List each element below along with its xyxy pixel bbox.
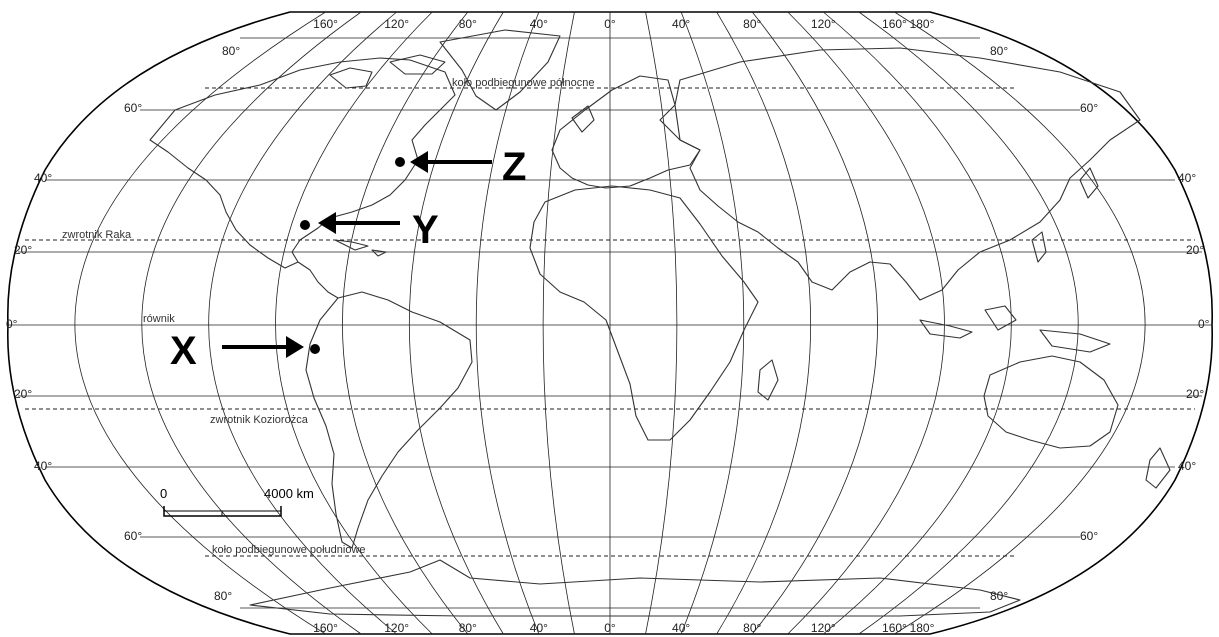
marker-x-arrowhead: [286, 336, 304, 358]
australia-coast: [983, 355, 1119, 449]
meridian-line: [208, 11, 397, 635]
longitude-label: 160°: [882, 17, 907, 31]
tropic-of-cancer-label: zwrotnik Raka: [62, 229, 132, 241]
longitude-label: 80°: [743, 17, 761, 31]
longitude-label: 120°: [811, 621, 836, 635]
antarctica-coast: [249, 559, 1021, 617]
meridian-line: [858, 11, 1079, 635]
longitude-label: 120°: [384, 621, 409, 635]
longitude-label: 80°: [459, 17, 477, 31]
left-latitude-labels: 80° 60° 40° 20° 0° 20° 40° 60° 80°: [6, 44, 240, 603]
meridian-line: [894, 11, 1146, 635]
marker-x-dot: [310, 344, 320, 354]
latitude-label-left: 40°: [34, 459, 52, 473]
longitude-label: 160°: [882, 621, 907, 635]
latitude-label-right: 40°: [1178, 171, 1196, 185]
longitude-label: 40°: [530, 621, 548, 635]
latitude-label-right: 60°: [1080, 101, 1098, 115]
marker-z-label: Z: [502, 145, 526, 189]
right-latitude-labels: 80° 60° 40° 20° 0° 20° 40° 60° 80°: [990, 44, 1210, 603]
meridian-line: [787, 11, 945, 635]
marker-y: Y: [300, 208, 439, 252]
latitude-label-left: 80°: [222, 44, 240, 58]
latitude-label-right: 60°: [1080, 529, 1098, 543]
meridian-line: [716, 11, 811, 635]
meridian-line: [342, 11, 469, 635]
latitude-label-left: 0°: [6, 317, 18, 331]
longitude-label: 40°: [530, 17, 548, 31]
meridian-line: [680, 11, 745, 635]
latitude-label-left: 40°: [34, 171, 52, 185]
scale-start-label: 0: [160, 486, 167, 501]
latitude-label-left: 20°: [14, 387, 32, 401]
longitude-label: 180°: [910, 621, 935, 635]
latitude-label-right: 0°: [1198, 317, 1210, 331]
meridian-line: [141, 11, 362, 635]
longitude-label: 0°: [604, 17, 616, 31]
meridian-line: [751, 11, 878, 635]
equator-label: równik: [143, 313, 175, 325]
longitude-label: 160°: [313, 621, 338, 635]
marker-y-dot: [300, 220, 310, 230]
marker-z-dot: [395, 157, 405, 167]
marker-y-arrowhead: [318, 212, 336, 234]
asia-coast: [674, 47, 1141, 301]
marker-z: Z: [395, 145, 526, 189]
latitude-label-right: 80°: [990, 44, 1008, 58]
map-border: [6, 11, 1214, 635]
africa-coast: [529, 185, 759, 441]
latitude-label-left: 60°: [124, 101, 142, 115]
greenland-coast: [439, 29, 561, 111]
latitude-label-right: 40°: [1178, 459, 1196, 473]
top-longitude-labels: 160°120°80°40°0°40°80°120°160°180°: [313, 17, 934, 31]
marker-z-arrowhead: [410, 151, 428, 173]
latitude-label-left: 80°: [214, 589, 232, 603]
meridian-line: [475, 11, 540, 635]
marker-y-label: Y: [412, 208, 439, 252]
meridian-line: [645, 11, 678, 635]
meridian-line: [542, 11, 575, 635]
tropic-of-capricorn-label: zwrotnik Koziorożca: [210, 414, 309, 426]
scale-bar: 0 4000 km: [160, 486, 314, 517]
marker-x-label: X: [170, 329, 197, 373]
longitude-label: 120°: [384, 17, 409, 31]
longitude-label: 0°: [604, 621, 616, 635]
special-circle-labels: koło podbiegunowe północne zwrotnik Raka…: [62, 77, 595, 556]
longitude-label: 80°: [459, 621, 477, 635]
latitude-label-left: 20°: [14, 243, 32, 257]
bottom-longitude-labels: 160°120°80°40°0°40°80°120°160°180°: [313, 621, 934, 635]
longitude-label: 80°: [743, 621, 761, 635]
scale-end-label: 4000 km: [264, 486, 314, 501]
latitude-label-right: 20°: [1186, 387, 1204, 401]
longitude-label: 120°: [811, 17, 836, 31]
longitude-label: 40°: [672, 621, 690, 635]
meridian-line: [409, 11, 504, 635]
coastlines: [149, 29, 1171, 617]
arctic-circle-label: koło podbiegunowe północne: [452, 77, 595, 89]
meridian-line: [823, 11, 1012, 635]
north-america-coast: [149, 57, 456, 269]
antarctic-circle-label: koło podbiegunowe południowe: [212, 544, 366, 556]
latitude-label-left: 60°: [124, 529, 142, 543]
longitude-label: 180°: [910, 17, 935, 31]
latitude-label-right: 80°: [990, 589, 1008, 603]
meridian-line: [275, 11, 433, 635]
south-america-coast: [305, 291, 473, 549]
longitude-label: 40°: [672, 17, 690, 31]
meridian-line: [74, 11, 326, 635]
meridians: [74, 11, 1146, 635]
latitude-label-right: 20°: [1186, 243, 1204, 257]
longitude-label: 160°: [313, 17, 338, 31]
marker-x: X: [170, 329, 320, 373]
